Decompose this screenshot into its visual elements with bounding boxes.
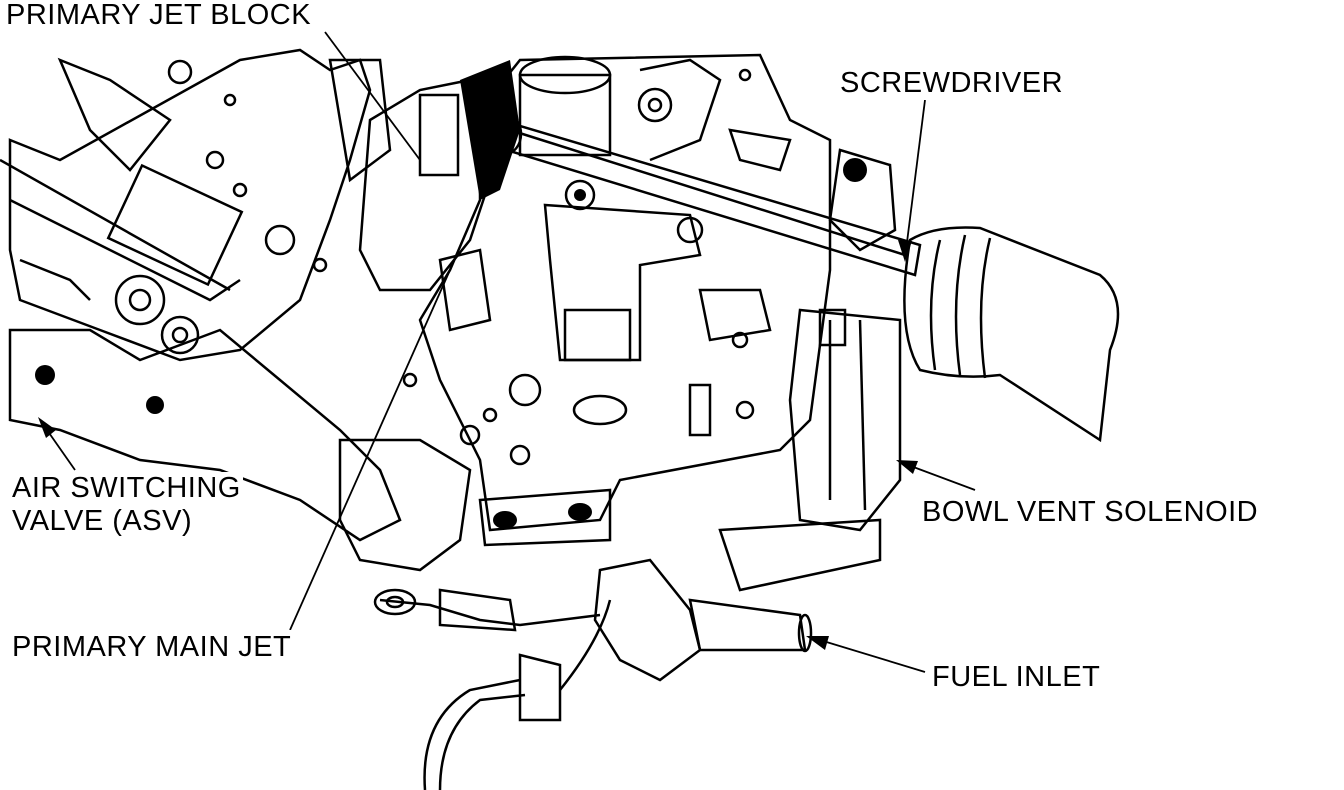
- fuel-inlet-fitting: [593, 558, 813, 682]
- lower-linkage: [338, 248, 492, 572]
- air-switching-valve: [8, 258, 402, 542]
- label-air-switching-valve: AIR SWITCHING VALVE (ASV): [10, 472, 243, 538]
- leader-primary-jet-block: [324, 31, 421, 161]
- carburetor-main-body: [402, 53, 832, 547]
- wiring-harness: [373, 588, 612, 790]
- leader-primary-main-jet: [289, 269, 451, 631]
- label-asv-line2: VALVE (ASV): [12, 505, 193, 537]
- label-bowl-vent-solenoid: BOWL VENT SOLENOID: [920, 495, 1261, 529]
- screwdriver: [487, 112, 1120, 443]
- label-screwdriver: SCREWDRIVER: [838, 66, 1066, 100]
- leader-screwdriver: [904, 99, 926, 259]
- bowl-vent-solenoid: [718, 148, 902, 592]
- leader-fuel-inlet: [809, 636, 926, 673]
- label-asv-line1: AIR SWITCHING: [12, 472, 241, 504]
- label-fuel-inlet: FUEL INLET: [930, 660, 1103, 694]
- leader-lines: [38, 31, 976, 673]
- label-primary-main-jet: PRIMARY MAIN JET: [10, 630, 294, 664]
- carburetor-base-plate: [0, 48, 372, 362]
- label-primary-jet-block: PRIMARY JET BLOCK: [4, 0, 314, 32]
